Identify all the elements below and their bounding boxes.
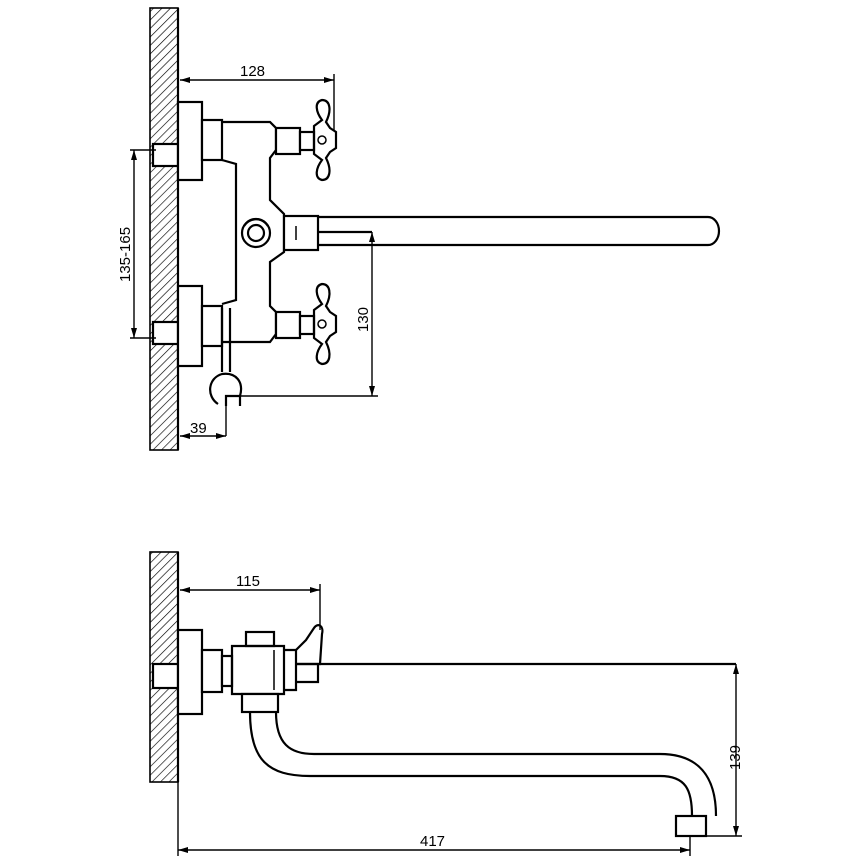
upper-cross-handle [274,98,338,182]
eccentric-side [176,628,234,716]
top-view: 128 135-165 130 39 [117,7,721,451]
dimension-115: 115 [180,573,321,630]
dim-label-417: 417 [420,833,445,850]
shower-holder-top [209,308,243,436]
spout-top [282,214,721,252]
mixer-body-side [230,624,736,696]
dimension-128: 128 [180,63,335,130]
dim-label-128: 128 [240,63,265,80]
wall-hatched-top [149,7,179,451]
upper-eccentric-connector [151,100,224,182]
dimension-135-165: 135-165 [117,149,156,339]
dim-label-39: 39 [190,420,207,437]
dimension-417: 417 [177,782,691,856]
dim-label-130: 130 [355,307,372,332]
dimension-139: 139 [706,664,744,837]
dim-label-115: 115 [236,573,260,590]
lower-cross-handle [274,282,338,366]
dim-label-139: 139 [727,745,744,770]
dimension-130: 130 [240,232,378,397]
dimension-39: 39 [180,420,226,439]
dim-label-135-165: 135-165 [117,227,134,282]
lower-eccentric-connector [151,284,224,368]
mixer-body-top [221,120,286,344]
spout-side [240,692,718,838]
side-view: 115 139 417 [149,551,744,856]
aerator [674,814,708,838]
